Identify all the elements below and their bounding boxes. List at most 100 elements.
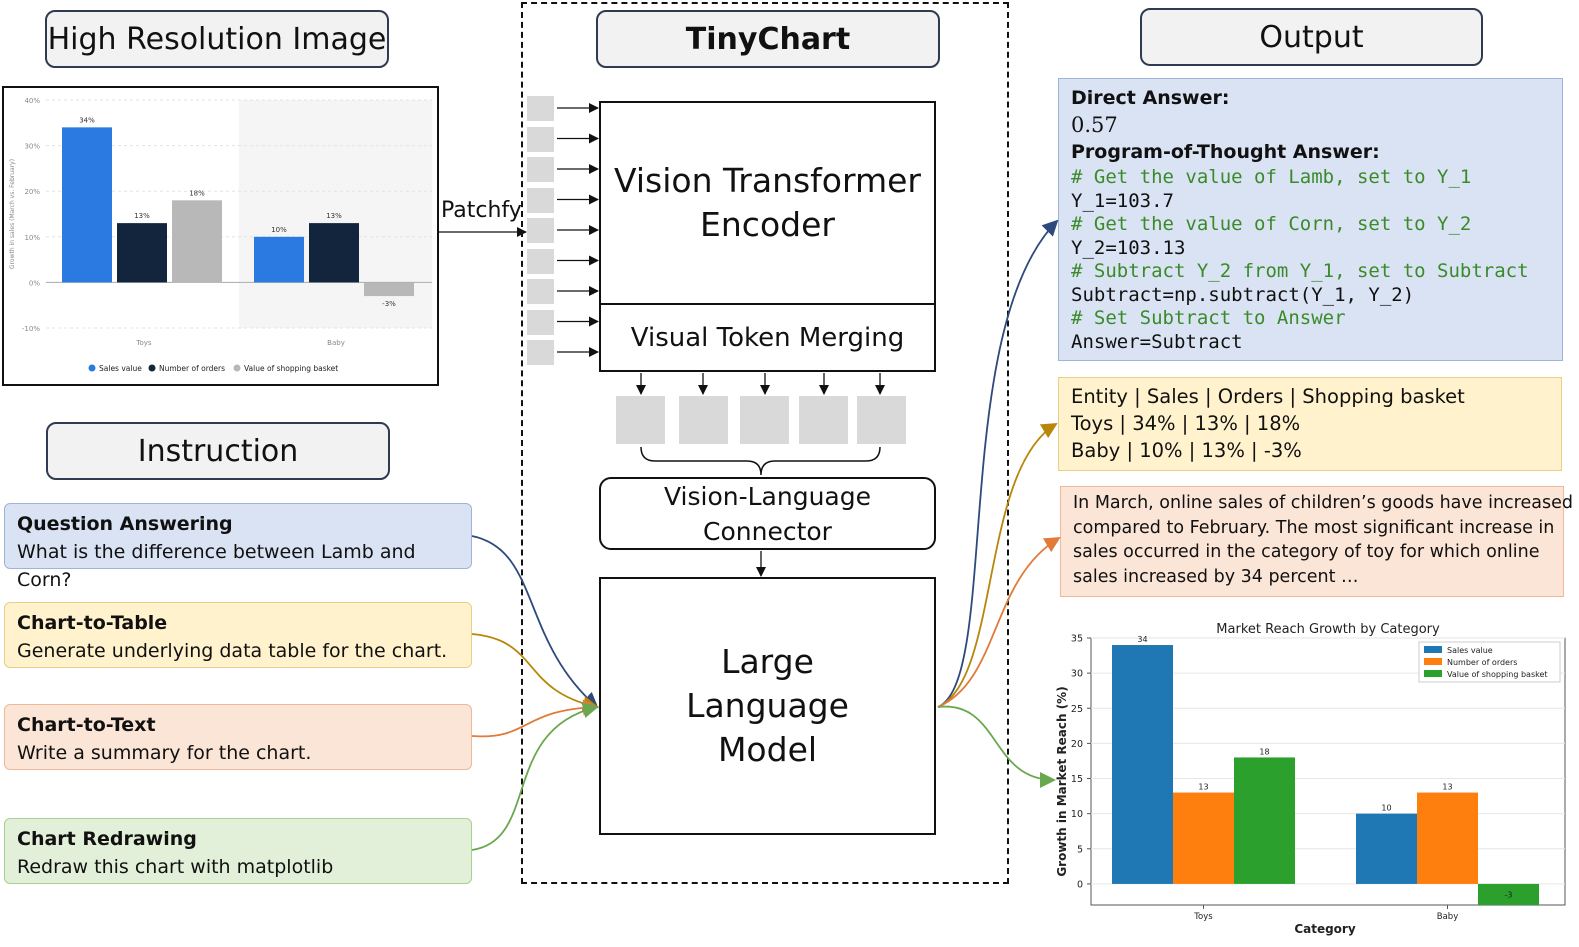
- bar-value-label: 10%: [271, 226, 287, 234]
- merged-token: [799, 396, 848, 444]
- bar: [1478, 883, 1539, 905]
- image-patch: [527, 248, 554, 274]
- vision-transformer-encoder: Vision Transformer Encoder: [599, 101, 936, 305]
- legend-marker: [148, 364, 156, 372]
- connector-label: Vision-Language Connector: [663, 481, 871, 546]
- legend-marker: [233, 364, 241, 372]
- output-header: Output: [1140, 8, 1483, 66]
- bar-value-label: 13: [1442, 783, 1452, 792]
- bar-value-label: 18%: [189, 189, 205, 197]
- code-line: Answer=Subtract: [1071, 330, 1243, 353]
- legend-label: Value of shopping basket: [244, 364, 338, 373]
- summary-line: compared to February. The most significa…: [1073, 517, 1555, 538]
- instruction-text: What is the difference between Lamb and …: [17, 541, 416, 591]
- legend-label: Sales value: [99, 364, 142, 373]
- bar-value-label: 13%: [134, 212, 150, 220]
- instruction-header: Instruction: [46, 422, 390, 480]
- y-tick-label: 0%: [29, 279, 40, 287]
- visual-token-merging: Visual Token Merging: [599, 303, 936, 372]
- y-tick-label: 30: [1071, 669, 1083, 680]
- y-tick-label: 20: [1071, 739, 1083, 750]
- y-tick-label: 10%: [24, 234, 40, 242]
- bar-value-label: 10: [1381, 804, 1391, 813]
- table-row: Entity | Sales | Orders | Shopping baske…: [1071, 385, 1465, 408]
- llm-label: Large Language Model: [686, 642, 849, 769]
- bar-value-label: -3: [1505, 890, 1513, 899]
- legend-label: Value of shopping basket: [1447, 670, 1548, 679]
- y-tick-label: -10%: [22, 325, 40, 333]
- vit-label: Vision Transformer Encoder: [614, 161, 921, 244]
- legend-label: Number of orders: [159, 364, 225, 373]
- input-image-header: High Resolution Image: [45, 10, 389, 68]
- bar: [1234, 757, 1295, 884]
- x-tick-label: Toys: [135, 339, 152, 347]
- instruction-title: Chart-to-Text: [17, 714, 156, 736]
- merged-token: [740, 396, 789, 444]
- bar: [309, 223, 359, 283]
- x-tick-label: Baby: [327, 339, 345, 347]
- vision-language-connector: Vision-Language Connector: [599, 477, 936, 550]
- image-patch: [527, 309, 554, 335]
- x-tick-label: Toys: [1193, 912, 1213, 922]
- image-patch: [527, 157, 554, 182]
- y-tick-label: 15: [1071, 774, 1083, 785]
- merged-token: [616, 396, 665, 444]
- y-axis-label: Growth in sales (March vs. February): [9, 159, 16, 269]
- code-line: Y_2=103.13: [1071, 236, 1186, 259]
- x-axis-label: Category: [1294, 922, 1356, 936]
- table-row: Toys | 34% | 13% | 18%: [1071, 412, 1301, 435]
- qa-output-box: Direct Answer: 0.57 Program-of-Thought A…: [1058, 78, 1563, 361]
- bar-value-label: 34: [1137, 635, 1147, 644]
- code-comment: # Set Subtract to Answer: [1071, 307, 1346, 329]
- bar-value-label: -3%: [382, 300, 396, 308]
- bar: [1112, 645, 1173, 884]
- large-language-model: Large Language Model: [599, 577, 936, 835]
- summary-output-box: In March, online sales of children’s goo…: [1060, 486, 1573, 597]
- table-output-box: Entity | Sales | Orders | Shopping baske…: [1058, 377, 1562, 471]
- bar: [1417, 792, 1478, 884]
- y-tick-label: 5: [1077, 844, 1083, 855]
- merged-token: [857, 396, 906, 444]
- x-tick-label: Baby: [1437, 912, 1458, 922]
- model-header: TinyChart: [596, 10, 940, 68]
- y-tick-label: 35: [1071, 634, 1083, 645]
- instruction-text: Write a summary for the chart.: [17, 742, 312, 764]
- y-tick-label: 0: [1077, 879, 1083, 890]
- bar: [364, 282, 414, 297]
- input-chart-frame: 40%30%20%10%0%-10%Growth in sales (March…: [2, 86, 439, 386]
- bar: [172, 200, 222, 283]
- bar: [62, 127, 112, 283]
- legend-marker: [88, 364, 96, 372]
- legend-swatch: [1424, 646, 1442, 653]
- table-rows: Entity | Sales | Orders | Shopping baske…: [1071, 383, 1549, 464]
- patchify-label: Patchfy: [441, 198, 522, 223]
- legend-label: Sales value: [1447, 646, 1493, 655]
- image-patch: [527, 279, 554, 304]
- code-comment: # Get the value of Corn, set to Y_2: [1071, 213, 1472, 235]
- bar: [1173, 792, 1234, 884]
- bar: [117, 223, 167, 283]
- image-patch: [527, 187, 554, 213]
- y-tick-label: 20%: [24, 188, 40, 196]
- legend-swatch: [1424, 670, 1442, 677]
- legend-swatch: [1424, 658, 1442, 665]
- legend-label: Number of orders: [1447, 658, 1517, 667]
- input-bar-chart: 40%30%20%10%0%-10%Growth in sales (March…: [9, 97, 432, 373]
- instruction-title: Chart-to-Table: [17, 612, 168, 634]
- image-patch: [527, 96, 554, 121]
- bar-value-label: 13%: [326, 212, 342, 220]
- bar-value-label: 13: [1198, 783, 1208, 792]
- chart-title: Market Reach Growth by Category: [1216, 622, 1440, 637]
- y-tick-label: 10: [1071, 809, 1083, 820]
- direct-answer-value: 0.57: [1071, 113, 1118, 137]
- bar-value-label: 34%: [79, 116, 95, 124]
- pot-answer-label: Program-of-Thought Answer:: [1071, 141, 1380, 163]
- summary-text: In March, online sales of children’s goo…: [1073, 491, 1573, 589]
- summary-line: In March, online sales of children’s goo…: [1073, 493, 1573, 513]
- summary-line: sales increased by 34 percent …: [1073, 566, 1359, 587]
